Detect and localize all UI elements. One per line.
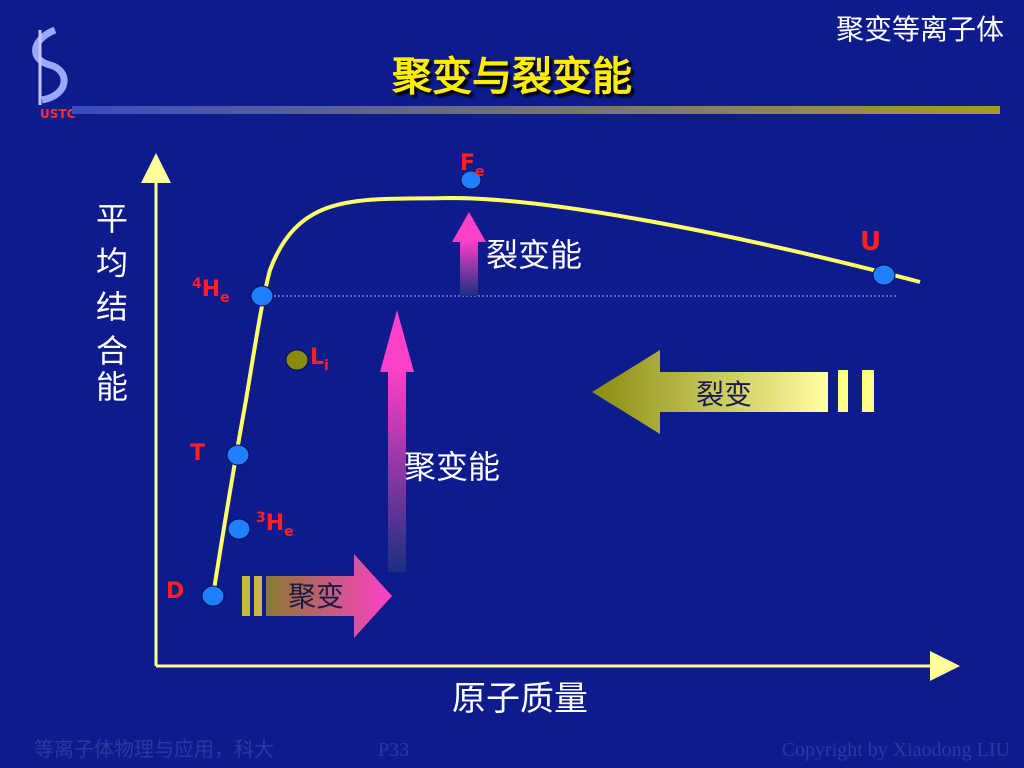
nuclide-points [201, 170, 896, 607]
logo-text: USTC [40, 107, 76, 121]
y-axis-label-char: 能 [96, 368, 128, 406]
fission-energy-label: 裂变能 [486, 236, 582, 274]
y-axis-label-char: 结 [96, 288, 128, 326]
y-axis-label: 平 均 结 合 能 [96, 200, 128, 406]
course-title: 聚变等离子体 [835, 13, 1004, 46]
fusion-energy-label: 聚变能 [404, 448, 500, 486]
y-axis-label-char: 平 [96, 200, 128, 238]
point-u [872, 264, 896, 286]
fusion-process-arrow [242, 554, 392, 638]
footer-copyright: Copyright by Xiaodong LIU [781, 739, 1010, 761]
binding-energy-curve [211, 195, 921, 597]
label-li: Li [310, 345, 329, 374]
label-d: D [166, 579, 184, 604]
fission-process-arrow [592, 350, 874, 434]
label-he3: 3He [256, 510, 294, 540]
y-axis-label-char: 合 [96, 332, 128, 370]
x-axis-label: 原子质量 [452, 679, 588, 719]
footer-page-number: P33 [378, 739, 410, 761]
point-fe [460, 170, 482, 190]
footer-course: 等离子体物理与应用，科大 [34, 739, 274, 761]
fission-arrow-label: 裂变 [696, 378, 752, 411]
fusion-energy-arrow [380, 310, 414, 572]
header-rule [72, 106, 1000, 114]
label-t: T [190, 441, 205, 466]
ustc-logo: USTC [32, 26, 76, 121]
y-axis-label-char: 均 [96, 244, 128, 282]
point-he3 [227, 518, 251, 540]
point-he4 [250, 285, 274, 307]
label-u: U [860, 227, 881, 257]
label-he4: 4He [192, 276, 230, 306]
fission-energy-arrow [452, 212, 486, 296]
point-t [226, 444, 250, 466]
point-li [285, 349, 309, 371]
slide-title: 聚变与裂变能 [392, 54, 632, 100]
label-fe: Fe [460, 151, 485, 180]
point-d [201, 585, 225, 607]
fusion-arrow-label: 聚变 [288, 580, 344, 613]
